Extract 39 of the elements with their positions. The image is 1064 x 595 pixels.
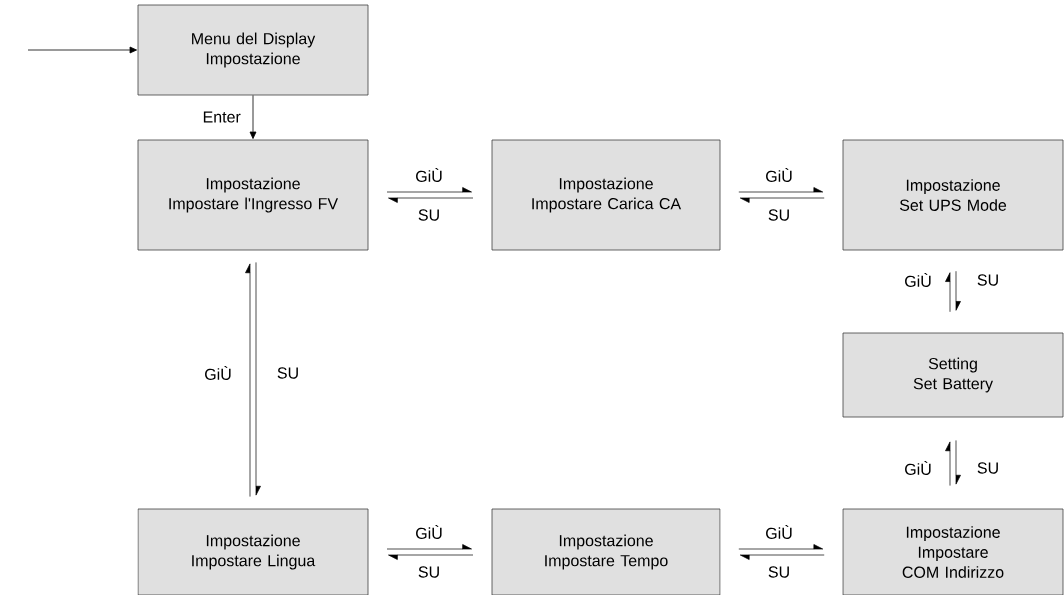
edge-label: GiÙ — [766, 525, 792, 539]
harpoon-arrow — [955, 440, 961, 485]
menu-box: Impostazione Impostare l'Ingresso FV — [137, 139, 369, 251]
harpoon-arrow — [955, 270, 961, 311]
edge-label: SU — [768, 209, 789, 221]
harpoon-arrow — [739, 554, 825, 560]
menu-box: Impostazione Impostare COM Indirizzo — [842, 508, 1064, 595]
harpoon-arrow — [386, 187, 472, 193]
edge-label: GiÙ — [416, 168, 442, 182]
arrow — [27, 46, 137, 54]
menu-box: Impostazione Impostare Tempo — [491, 508, 721, 595]
menu-box: Impostazione Set UPS Mode — [842, 139, 1064, 251]
harpoon-arrow — [945, 441, 951, 486]
harpoon-arrow — [245, 263, 251, 497]
menu-box: Menu del Display Impostazione — [137, 4, 369, 96]
menu-box: Impostazione Impostare Carica CA — [491, 139, 721, 251]
edge-label: GiÙ — [766, 168, 792, 182]
arrow — [249, 95, 257, 139]
menu-box: Setting Set Battery — [842, 332, 1064, 418]
menu-box: Impostazione Impostare Lingua — [137, 508, 369, 595]
edge-label: SU — [977, 462, 998, 474]
harpoon-arrow — [739, 197, 825, 203]
harpoon-arrow — [738, 544, 824, 550]
edge-label: GiÙ — [416, 525, 442, 539]
harpoon-arrow — [255, 262, 261, 496]
edge-label: SU — [277, 367, 298, 379]
harpoon-arrow — [945, 272, 951, 313]
edge-label: SU — [768, 566, 789, 578]
edge-label: Enter — [203, 111, 241, 123]
edge-label: SU — [418, 209, 439, 221]
harpoon-arrow — [386, 544, 472, 550]
harpoon-arrow — [388, 197, 474, 203]
edge-label: SU — [418, 566, 439, 578]
harpoon-arrow — [388, 554, 474, 560]
edge-label: GiÙ — [905, 273, 931, 287]
edge-label: SU — [977, 274, 998, 286]
edge-label: GiÙ — [205, 366, 231, 380]
edge-label: GiÙ — [905, 461, 931, 475]
harpoon-arrow — [738, 187, 824, 193]
